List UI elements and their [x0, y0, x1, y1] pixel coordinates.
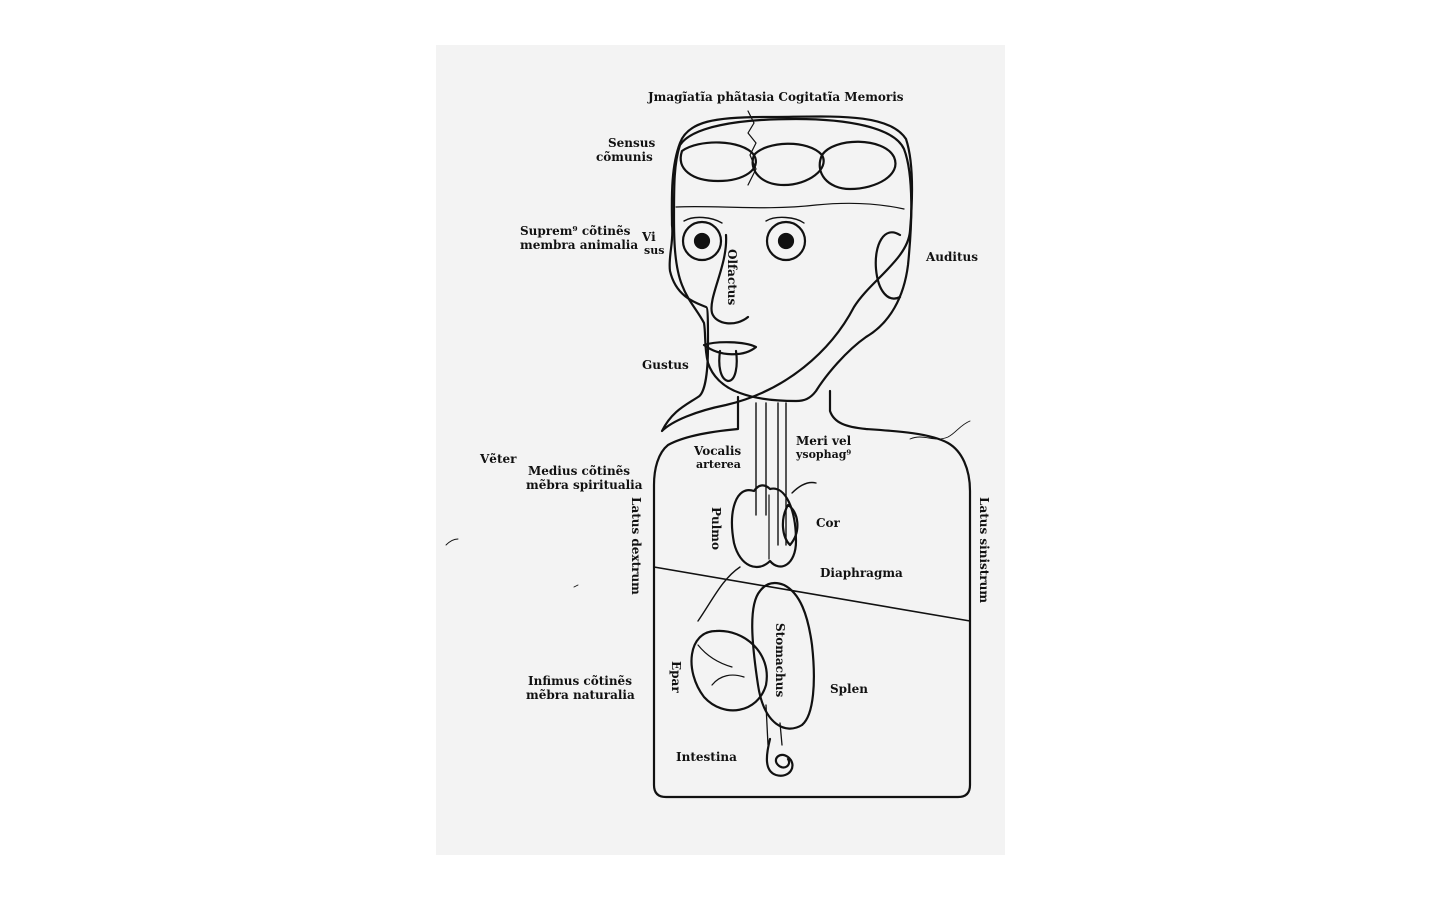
- label-venter: Vẽter: [480, 452, 517, 466]
- ear: [874, 231, 902, 300]
- label-olfactus: Olfactus: [725, 249, 739, 306]
- brow-line: [675, 202, 905, 210]
- intestine-coil: [765, 737, 794, 777]
- stomach: [751, 581, 815, 730]
- ventricle-1: [679, 141, 757, 183]
- label-visus-1: Vi: [642, 230, 656, 244]
- label-meri-1: Meri vel: [796, 434, 852, 448]
- label-auditus: Auditus: [926, 250, 979, 264]
- lungs: [730, 484, 798, 569]
- label-intestina: Intestina: [676, 750, 737, 764]
- woodcut-plate: Jmagĩatĩa phãtasia Cogitatĩa Memoris Sen…: [436, 45, 1005, 855]
- figure-outline: [660, 115, 914, 433]
- eye-right: [681, 220, 723, 262]
- label-sensus-communis-2: cõmunis: [596, 150, 653, 164]
- trachea: [755, 402, 767, 516]
- label-infimus-2: mẽbra naturalia: [526, 688, 635, 702]
- label-latus-dextrum: Latus dextrum: [629, 497, 643, 595]
- anatomical-figure-drawing: [445, 110, 972, 799]
- eye-left: [765, 220, 807, 262]
- label-cor: Cor: [816, 516, 840, 530]
- ventricle-3: [818, 140, 897, 191]
- diaphragm-line: [653, 566, 971, 622]
- label-medius-2: mẽbra spiritualia: [526, 478, 643, 492]
- label-gustus: Gustus: [642, 358, 689, 372]
- label-stomachus: Stomachus: [773, 623, 787, 698]
- label-pulmo: Pulmo: [709, 507, 723, 551]
- mouth: [702, 341, 758, 356]
- esophagus: [777, 402, 787, 546]
- label-meri-2: ysophag⁹: [796, 448, 852, 461]
- skull-suture: [747, 110, 757, 186]
- heart: [781, 503, 799, 547]
- label-infimus-1: Infimus cõtinẽs: [528, 674, 632, 688]
- label-epar: Epar: [669, 661, 683, 693]
- label-latus-sinistrum: Latus sinistrum: [977, 497, 991, 604]
- label-visus-2: sus: [644, 244, 665, 257]
- label-top-faculties: Jmagĩatĩa phãtasia Cogitatĩa Memoris: [648, 90, 904, 104]
- tongue: [718, 349, 738, 383]
- label-medius-1: Medius cõtinẽs: [528, 464, 631, 478]
- torso-outline: [652, 389, 972, 799]
- nose: [710, 233, 750, 325]
- label-splen: Splen: [830, 682, 868, 696]
- ventricle-2: [751, 142, 825, 187]
- head-outline: [672, 117, 913, 403]
- label-sensus-communis-1: Sensus: [608, 136, 656, 150]
- label-diaphragma: Diaphragma: [820, 566, 903, 580]
- label-supremus-1: Suprem⁹ cõtinẽs: [520, 224, 631, 238]
- liver: [690, 629, 768, 712]
- label-supremus-2: membra animalia: [520, 238, 639, 252]
- label-vocalis-2: arterea: [696, 458, 741, 471]
- label-vocalis-1: Vocalis: [694, 444, 742, 458]
